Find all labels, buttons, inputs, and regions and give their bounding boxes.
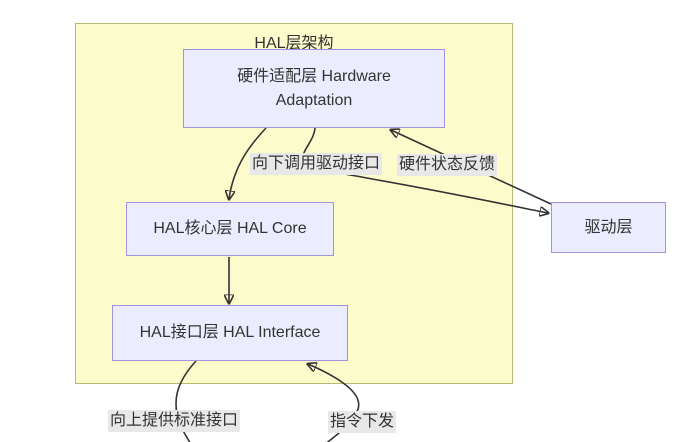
node-hal-interface-layer: HAL接口层 HAL Interface (112, 305, 348, 361)
edge-label-hardware-status-feedback: 硬件状态反馈 (397, 154, 498, 176)
edge-offscreen-bottom-to-hal-interface (308, 364, 360, 442)
node-hal-core-layer: HAL核心层 HAL Core (126, 202, 334, 256)
node-hal-core-label: HAL核心层 HAL Core (153, 220, 307, 237)
edge-hal-interface-to-offscreen-bottom (175, 360, 197, 442)
node-hardware-adaptation-layer: 硬件适配层 Hardware Adaptation (183, 49, 445, 128)
edge-label-command-dispatch: 指令下发 (328, 411, 397, 433)
node-hardware-adaptation-label: 硬件适配层 Hardware Adaptation (237, 67, 391, 109)
subgraph-title: HAL层架构 (254, 35, 334, 52)
edge-hardware-adaptation-to-hal-core (229, 127, 267, 199)
edge-label-call-driver-interface: 向下调用驱动接口 (250, 153, 383, 175)
node-driver-layer: 驱动层 (551, 202, 666, 253)
node-driver-label: 驱动层 (584, 218, 633, 236)
node-hal-interface-label: HAL接口层 HAL Interface (139, 324, 321, 341)
edge-label-provide-standard-interface: 向上提供标准接口 (108, 410, 241, 432)
edge-hardware-adaptation-to-driver-layer (302, 127, 548, 213)
